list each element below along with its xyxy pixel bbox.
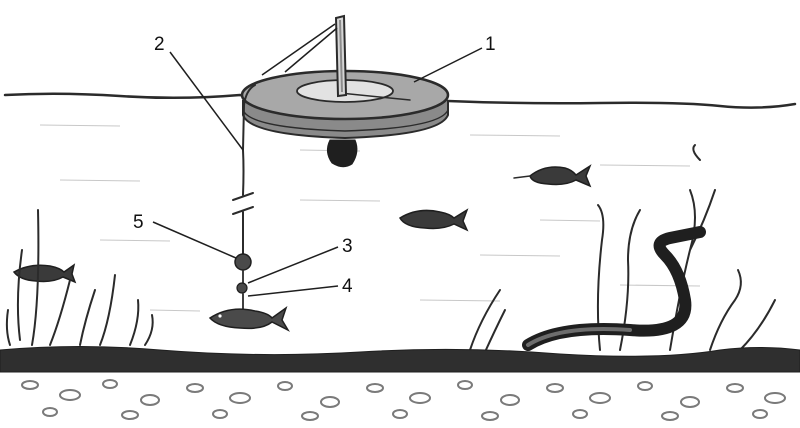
float-pin <box>334 14 348 98</box>
disc-float <box>240 69 450 140</box>
callout-line-2a <box>169 51 244 151</box>
callout-line-1 <box>413 47 483 83</box>
callout-line-5 <box>152 221 237 259</box>
label-5: 5 <box>133 212 144 233</box>
left-water-weeds <box>5 209 154 346</box>
line-break-marks <box>232 192 254 215</box>
callout-line-4 <box>247 285 339 297</box>
callout-line-2c <box>284 27 338 73</box>
callout-line-3 <box>247 246 339 284</box>
callout-lines <box>152 23 483 297</box>
bait-fish <box>208 306 290 332</box>
swimming-fish-middle <box>398 208 469 232</box>
swimming-fish-upper <box>513 164 592 188</box>
fishing-line <box>242 84 256 256</box>
right-water-weeds <box>469 144 776 353</box>
label-3: 3 <box>342 236 353 257</box>
water-hatching <box>39 124 701 312</box>
water-surface <box>3 92 797 109</box>
float-sinker <box>326 139 358 168</box>
swimming-fish-left <box>12 263 77 284</box>
callout-line-2b <box>261 23 336 76</box>
label-1: 1 <box>485 34 496 55</box>
label-4: 4 <box>342 276 353 297</box>
river-bed <box>0 346 800 373</box>
swivel-bead <box>236 282 248 294</box>
gravel <box>21 379 786 421</box>
label-2: 2 <box>154 34 165 55</box>
line-sinker <box>234 253 252 271</box>
